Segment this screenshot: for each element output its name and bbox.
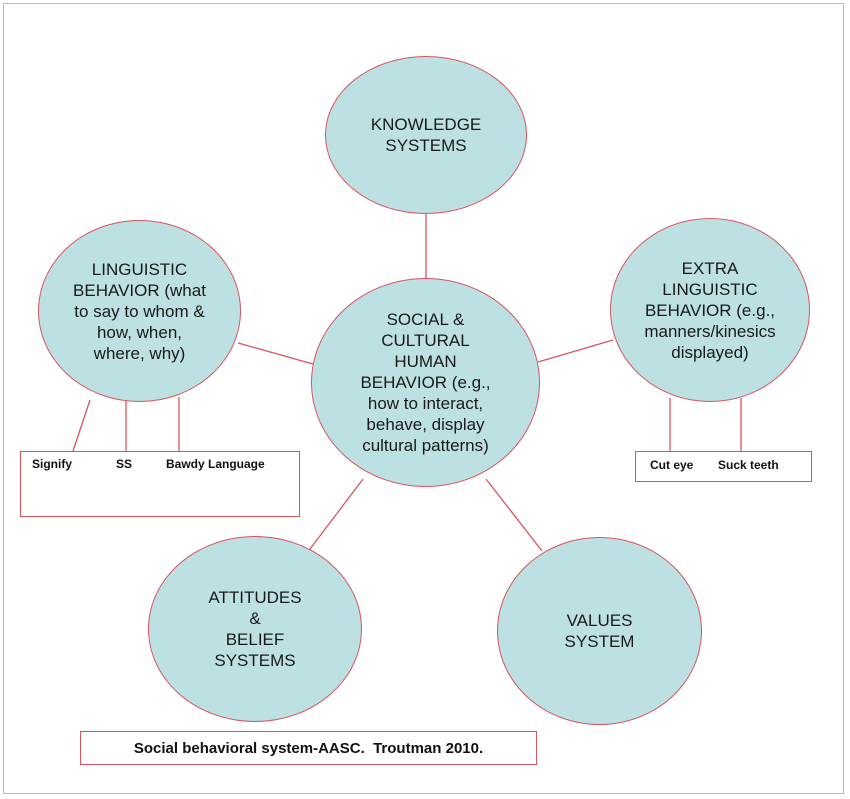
line-center-extra: [537, 339, 614, 363]
node-knowledge-systems: KNOWLEDGE SYSTEMS: [325, 56, 527, 214]
example-signify: Signify: [32, 457, 73, 471]
example-bawdy-language: Bawdy Language: [166, 457, 265, 471]
node-attitudes-label: ATTITUDES & BELIEF SYSTEMS: [208, 588, 302, 670]
example-ss: SS: [116, 457, 133, 471]
node-linguistic-behavior: LINGUISTIC BEHAVIOR (what to say to whom…: [38, 220, 241, 402]
node-social-cultural-behavior: SOCIAL & CULTURAL HUMAN BEHAVIOR (e.g., …: [311, 278, 540, 487]
diagram-frame: [3, 3, 844, 794]
node-extra-linguistic-behavior: EXTRA LINGUISTIC BEHAVIOR (e.g., manners…: [610, 218, 810, 402]
example-suck-teeth: Suck teeth: [718, 458, 779, 472]
node-attitudes-belief-systems: ATTITUDES & BELIEF SYSTEMS: [148, 536, 362, 722]
line-center-linguistic: [237, 342, 314, 365]
node-values-label: VALUES SYSTEM: [564, 611, 635, 651]
node-linguistic-label: LINGUISTIC BEHAVIOR (what to say to whom…: [73, 259, 206, 363]
node-knowledge-label: KNOWLEDGE SYSTEMS: [370, 115, 482, 155]
example-cut-eye: Cut eye: [650, 458, 694, 472]
node-center-label: SOCIAL & CULTURAL HUMAN BEHAVIOR (e.g., …: [360, 310, 491, 455]
line-center-attitudes: [306, 478, 364, 554]
line-center-values: [485, 478, 543, 552]
node-values-system: VALUES SYSTEM: [497, 537, 702, 725]
figure-caption: Social behavioral system-AASC. Troutman …: [80, 731, 537, 765]
linguistic-examples-box: [20, 451, 300, 517]
node-extra-label: EXTRA LINGUISTIC BEHAVIOR (e.g., manners…: [644, 258, 776, 362]
line-linguistic-signify: [72, 399, 91, 452]
extra-examples-box: [635, 451, 812, 482]
